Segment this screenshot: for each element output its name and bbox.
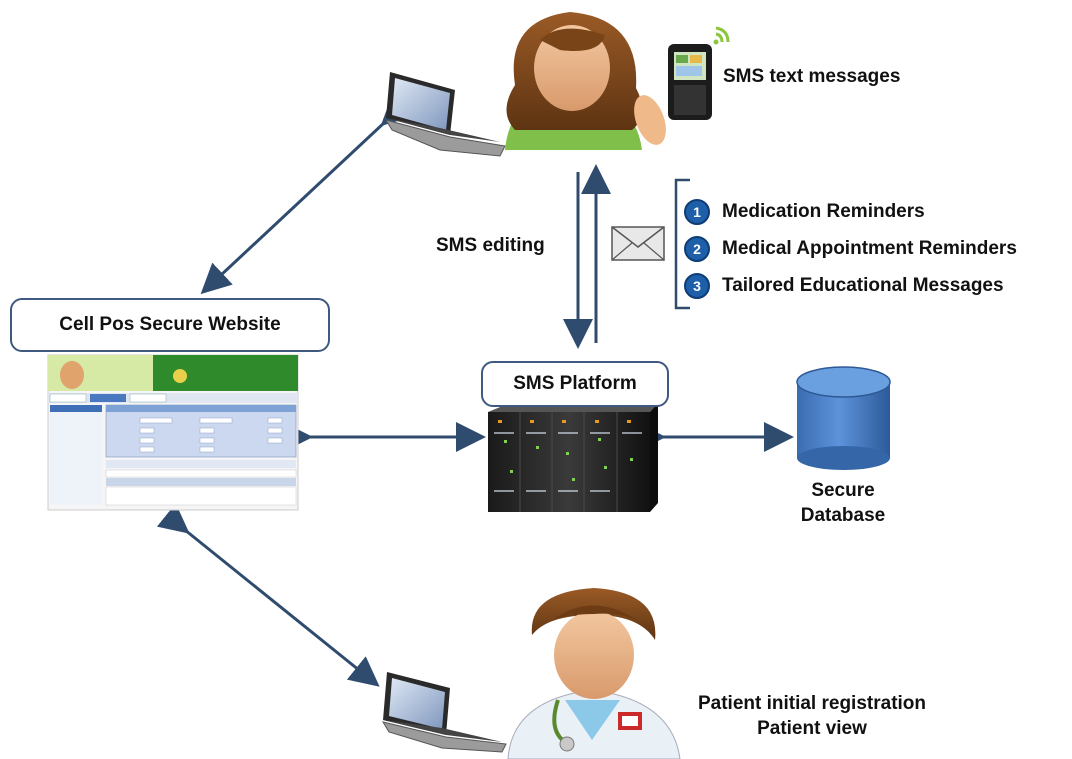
message-type-item-1: 1 Medication Reminders <box>684 199 925 225</box>
number-badge-3: 3 <box>684 273 710 299</box>
sms-editing-label: SMS editing <box>436 235 545 256</box>
message-type-label-2: Medical Appointment Reminders <box>722 238 1017 259</box>
website-label: Cell Pos Secure Website <box>59 314 281 335</box>
sms-platform-label: SMS Platform <box>513 373 637 394</box>
arrow-laptop-website <box>200 94 413 295</box>
sms-text-messages-label: SMS text messages <box>723 66 901 87</box>
arrow-website-provider <box>156 503 380 687</box>
laptop-icon-bottom <box>381 672 507 753</box>
database-label-line2: Database <box>800 505 886 526</box>
message-types-bracket <box>674 178 690 310</box>
database-label-line1: Secure <box>811 480 875 501</box>
website-screenshot-image <box>47 354 299 511</box>
mobile-phone-icon <box>668 26 730 120</box>
provider-label-line2: Patient view <box>757 718 867 739</box>
message-type-item-2: 2 Medical Appointment Reminders <box>684 236 1017 262</box>
laptop-icon <box>384 72 506 157</box>
database-icon <box>796 366 891 470</box>
doctor-avatar-icon <box>507 588 681 759</box>
number-badge-2: 2 <box>684 236 710 262</box>
envelope-icon <box>611 226 665 261</box>
message-type-label-3: Tailored Educational Messages <box>722 275 1004 296</box>
message-type-label-1: Medication Reminders <box>722 201 925 222</box>
message-type-item-3: 3 Tailored Educational Messages <box>684 273 1004 299</box>
sms-platform-box: SMS Platform <box>481 361 669 407</box>
patient-avatar-icon <box>505 12 666 150</box>
website-box: Cell Pos Secure Website <box>10 298 330 352</box>
number-badge-1: 1 <box>684 199 710 225</box>
sms-server-icon <box>488 403 658 512</box>
provider-label-line1: Patient initial registration <box>697 693 927 714</box>
